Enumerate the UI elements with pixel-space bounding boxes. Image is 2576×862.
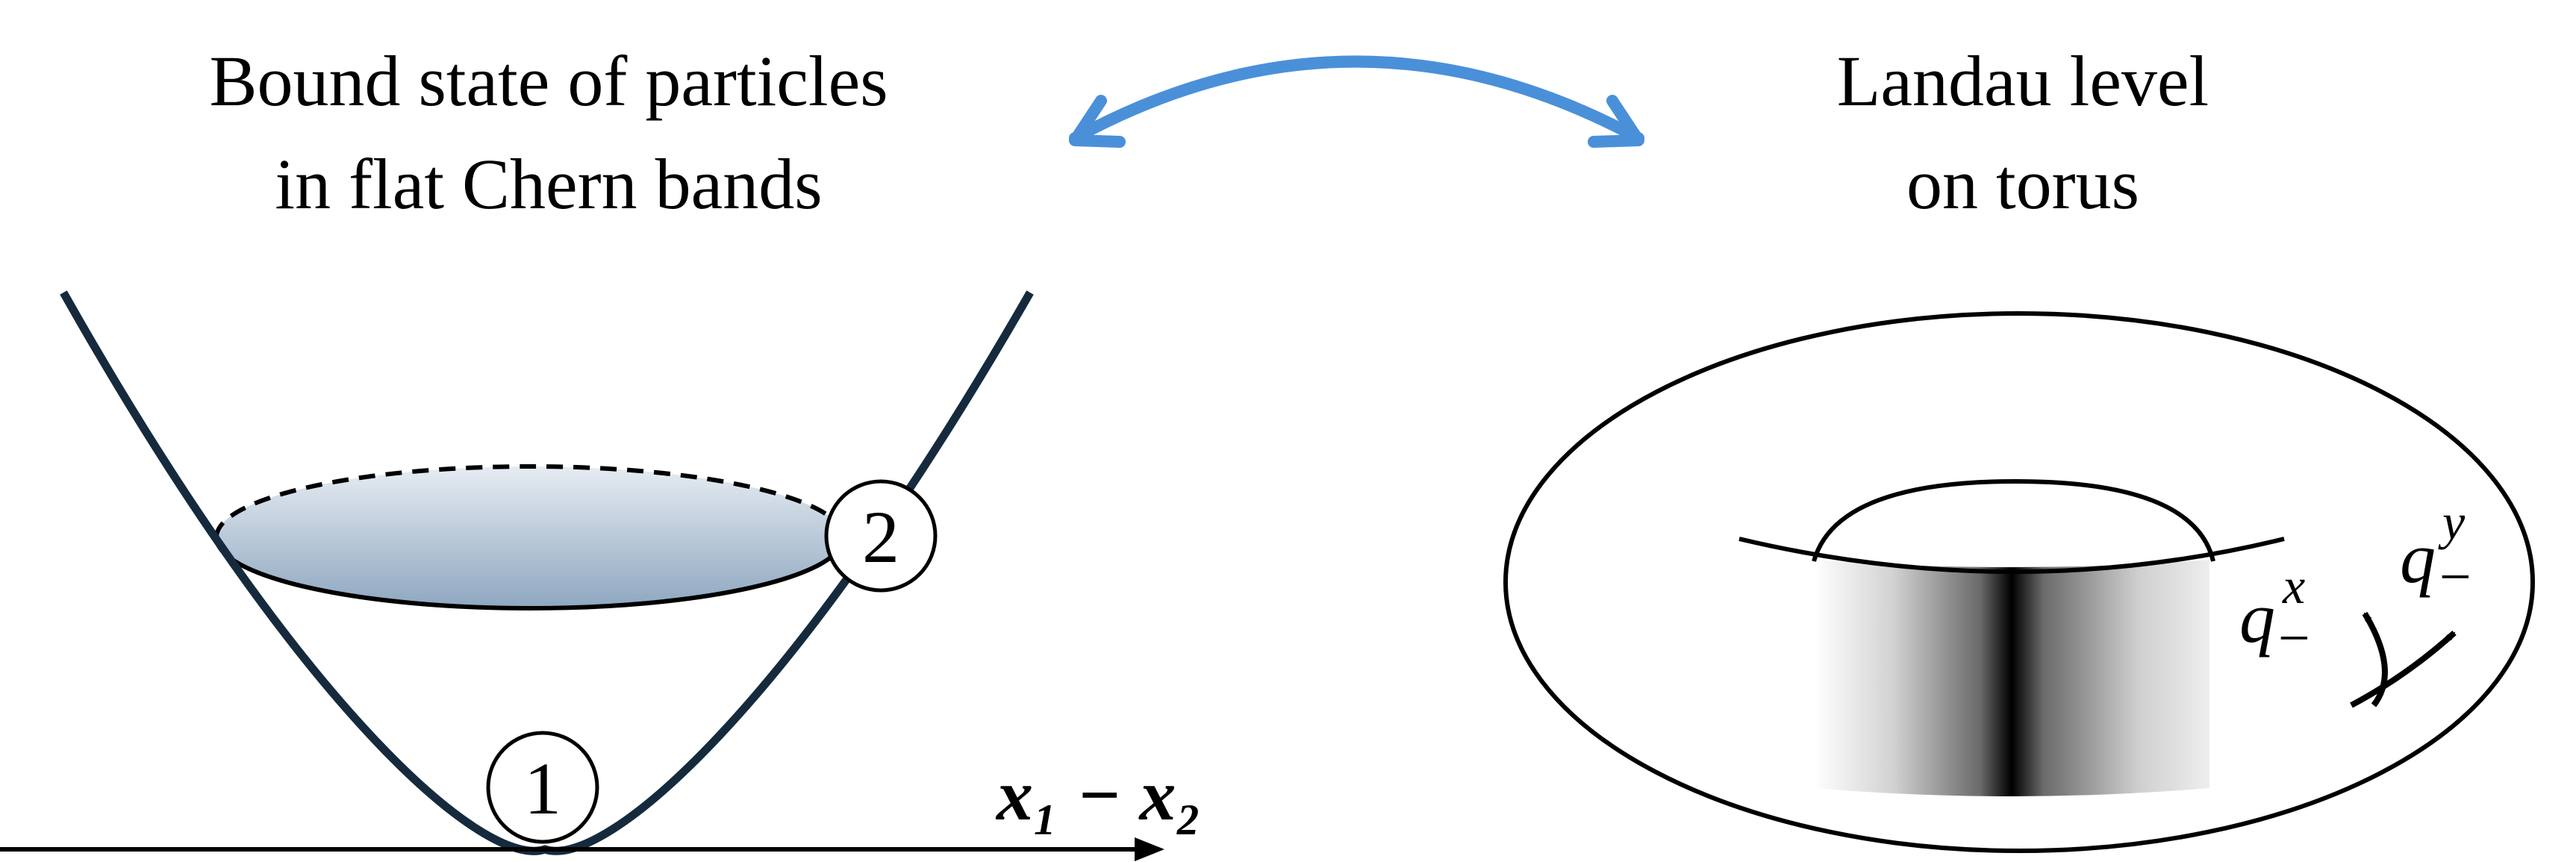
qy-superscript: y — [2438, 493, 2466, 550]
arrow-arc — [1069, 55, 1644, 144]
arrow-head-right — [1588, 95, 1644, 148]
qx-label: q — [2239, 578, 2275, 658]
orbit-back-edge — [214, 464, 846, 538]
particle-2-circle — [824, 479, 938, 593]
right-panel-title: Landau level on torus — [1665, 30, 2381, 236]
qy-base: q — [2400, 518, 2436, 598]
qx-base: q — [2239, 578, 2275, 658]
right-title-line-1: Landau level — [1836, 41, 2209, 121]
x-axis-arrowhead — [1135, 837, 1164, 861]
torus: q x − q y − — [1503, 311, 2535, 853]
torus-inner-back — [1812, 478, 2215, 562]
qx-arrow — [2362, 611, 2388, 708]
correspondence-arrow — [1069, 55, 1644, 148]
qy-arrow — [2350, 631, 2457, 708]
orbit-front-edge — [214, 537, 846, 610]
axis-label: x₁ − x₂ — [995, 755, 1202, 836]
left-title-line-2: in flat Chern bands — [275, 144, 823, 224]
arrow-head-left — [1069, 95, 1126, 148]
particle-1-circle — [486, 731, 599, 844]
torus-outer-edge — [1503, 311, 2535, 853]
orbit-disk-fill — [216, 466, 843, 608]
right-title-line-2: on torus — [1906, 144, 2139, 224]
wavefunction-band — [1814, 560, 2209, 796]
potential-well: 1 2 x₁ − x₂ — [0, 290, 1202, 861]
left-title-line-1: Bound state of particles — [209, 41, 888, 121]
qx-superscript: x — [2282, 558, 2305, 614]
particle-2-label: 2 — [862, 496, 899, 578]
qx-subscript: − — [2278, 607, 2310, 669]
particle-1-label: 1 — [524, 747, 561, 830]
qy-subscript: − — [2439, 546, 2471, 608]
qy-label: q — [2400, 518, 2436, 598]
left-panel-title: Bound state of particles in flat Chern b… — [45, 30, 1052, 236]
